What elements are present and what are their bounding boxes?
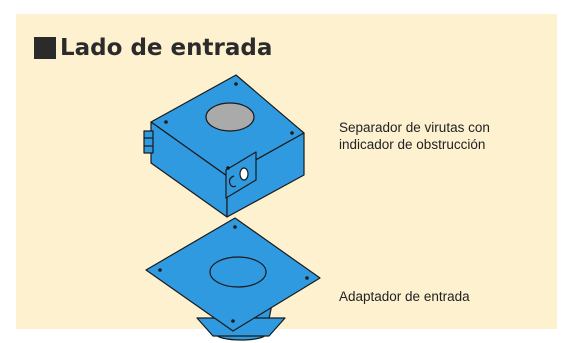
chip-separator-label: Separador de virutas con indicador de ob… — [339, 119, 490, 153]
chip-separator-label-line1: Separador de virutas con — [339, 120, 490, 135]
chip-separator-box-icon — [143, 74, 305, 218]
section-title: Lado de entrada — [34, 33, 272, 63]
inlet-adapter-label: Adaptador de entrada — [339, 289, 470, 304]
inlet-adapter-icon — [145, 217, 321, 341]
title-marker-icon — [34, 37, 56, 59]
title-text: Lado de entrada — [60, 35, 273, 61]
chip-separator-label-line2: indicador de obstrucción — [339, 137, 486, 152]
